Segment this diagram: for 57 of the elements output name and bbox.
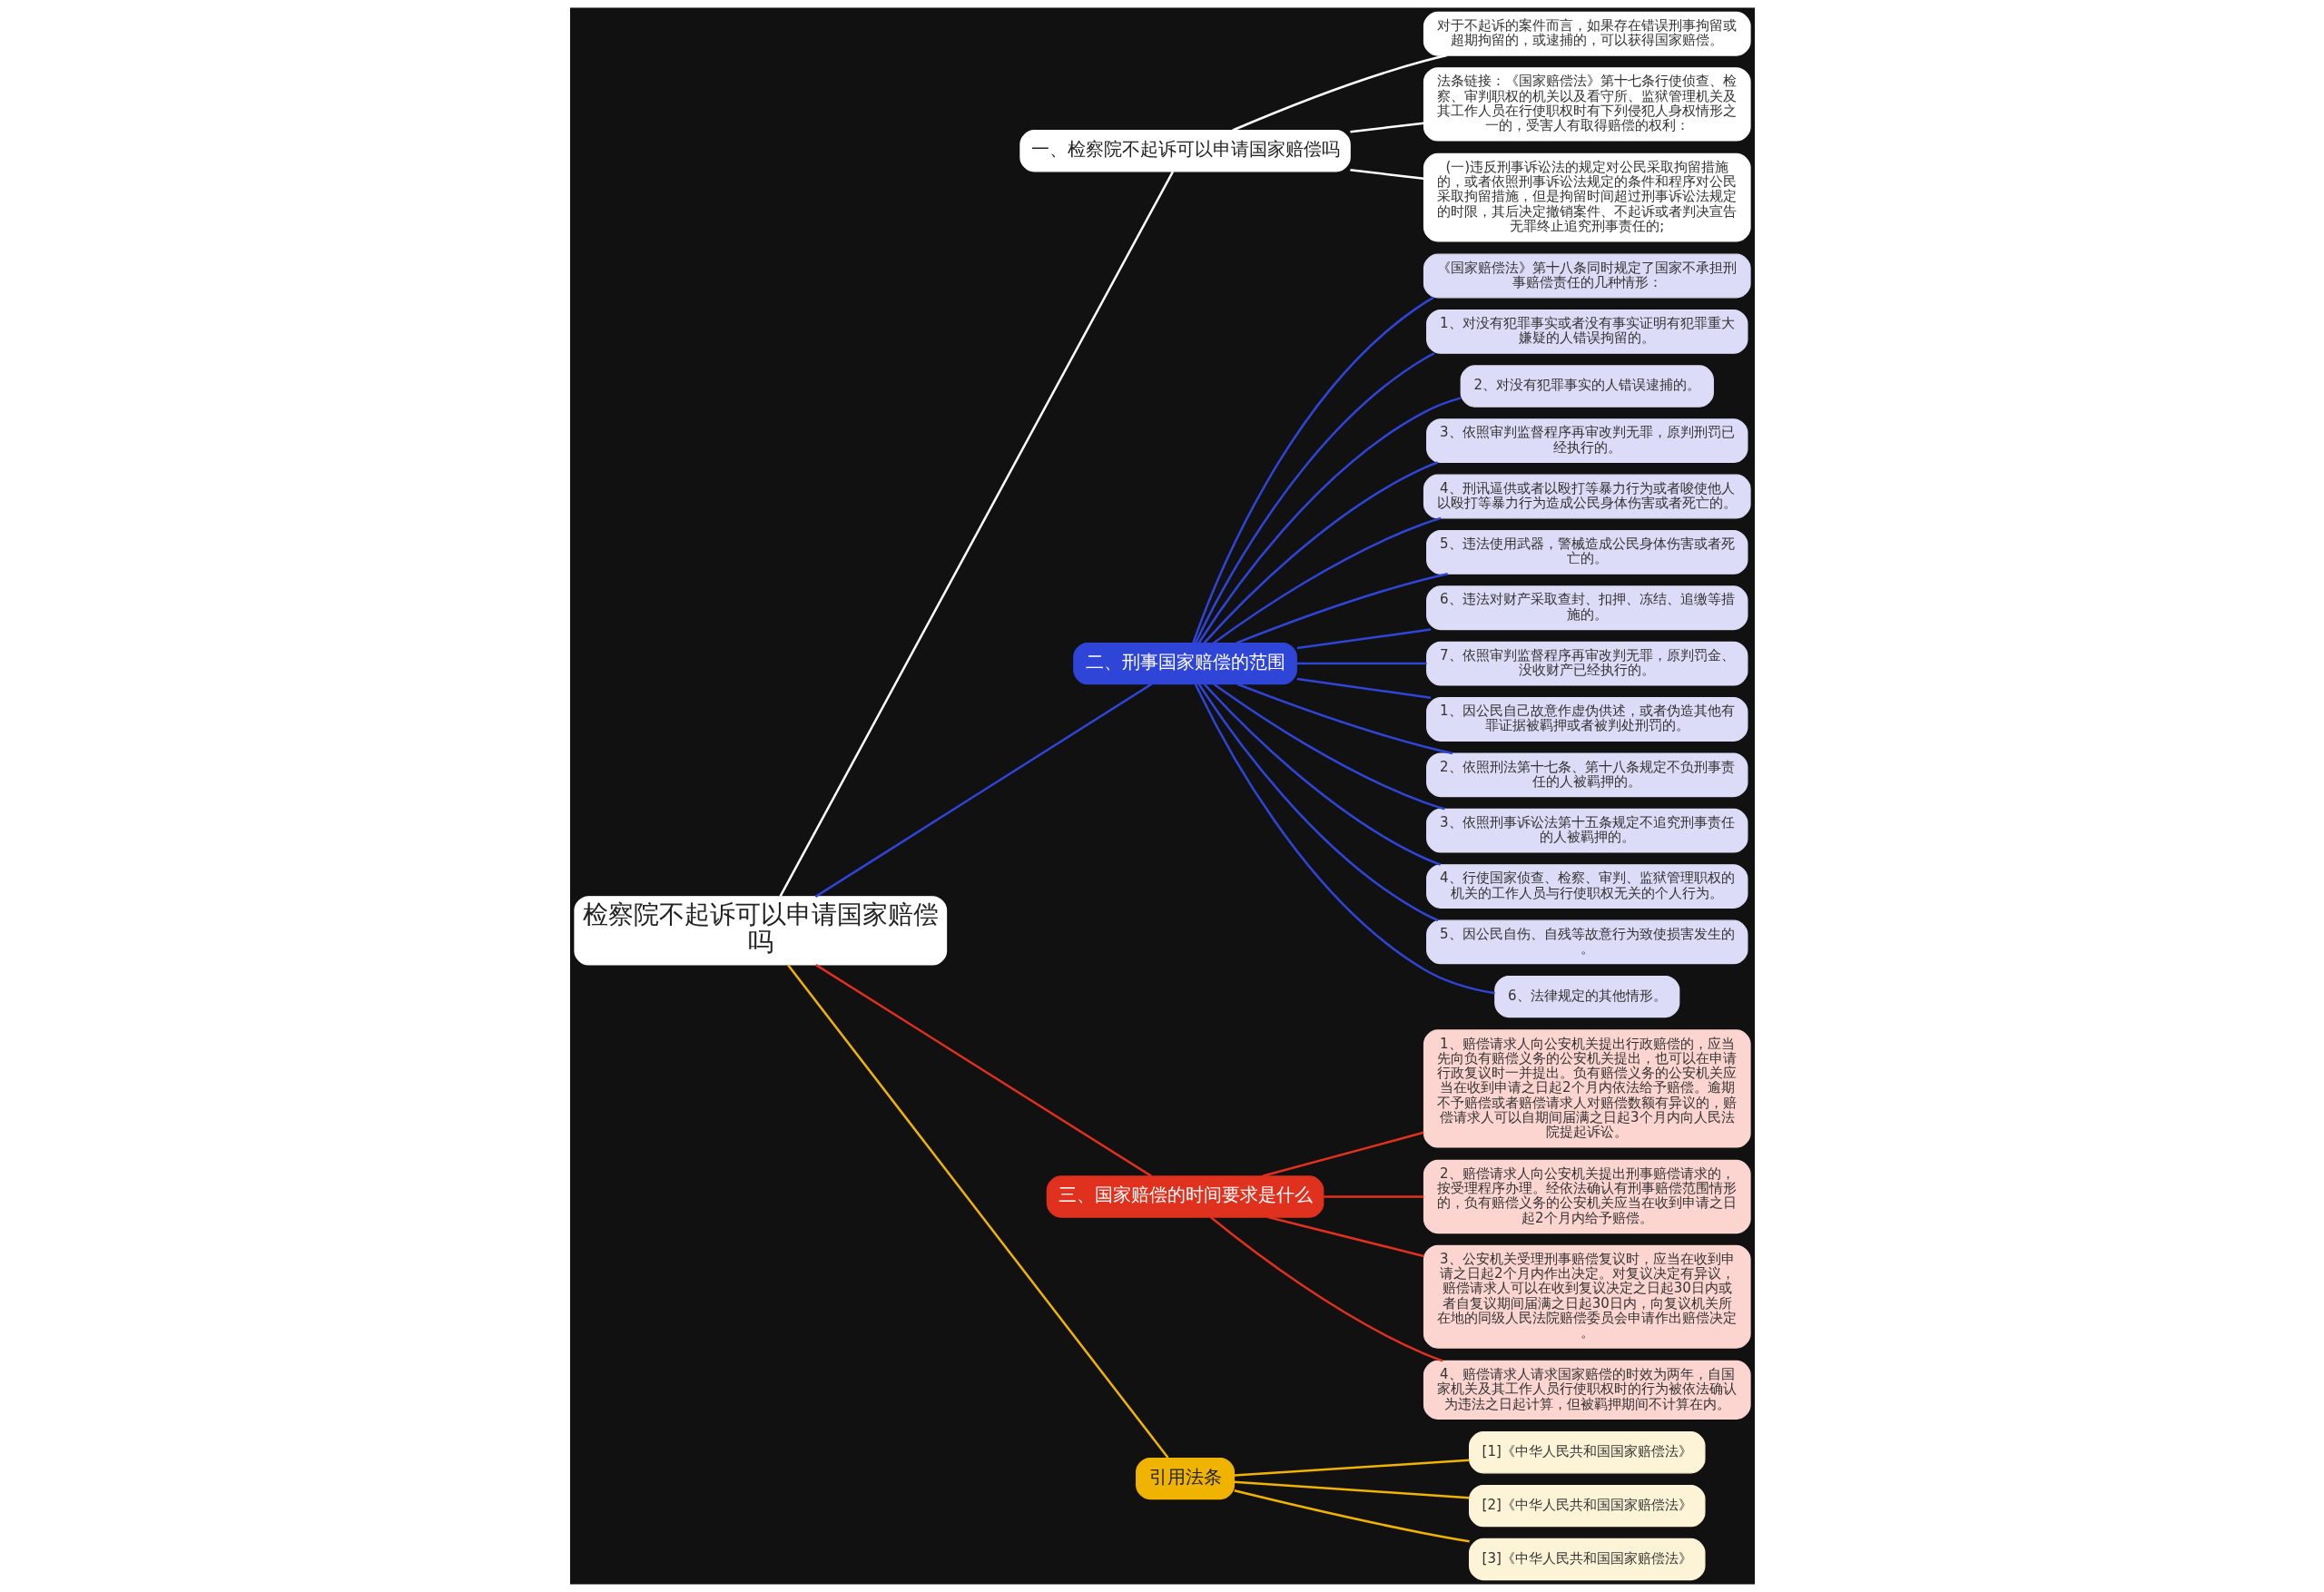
connector (814, 964, 1152, 1177)
node-box: [3]《中华人民共和国国家赔偿法》 (1468, 1538, 1705, 1581)
connector (1231, 54, 1447, 132)
node-box: 2、赔偿请求人向公安机关提出刑事赔偿请求的，按受理程序办理。经依法确认有刑事赔偿范围情形的，负有赔偿义务的公安机关应当在收到申请之日起2个月内给予赔偿。 (1423, 1159, 1751, 1234)
node-box: 1、对没有犯罪事实或者没有事实证明有犯罪重大嫌疑的人错误拘留的。 (1425, 309, 1748, 354)
connector (1261, 1131, 1424, 1177)
connector (1323, 1195, 1423, 1198)
connector (1233, 1489, 1470, 1543)
node-box: 6、违法对财产采取查封、扣押、冻结、追缴等措施的。 (1425, 585, 1748, 631)
connector (1349, 122, 1423, 133)
node-box: 二、刑事国家赔偿的范围 (1072, 642, 1297, 685)
connector (1296, 677, 1431, 699)
node-box: 三、国家赔偿的时间要求是什么 (1046, 1175, 1324, 1218)
connector (1194, 683, 1495, 995)
connector (1296, 662, 1427, 665)
node-box: 6、法律规定的其他情形。 (1493, 975, 1679, 1018)
connector (1213, 683, 1445, 811)
node-box: 7、依照审判监督程序再审改判无罪，原判罚金、没收财产已经执行的。 (1425, 641, 1748, 686)
connector (1233, 1480, 1469, 1499)
connector (1191, 296, 1434, 644)
node-box: 3、依照审判监督程序再审改判无罪，原判刑罚已经执行的。 (1425, 418, 1748, 464)
node-box: 2、对没有犯罪事实的人错误逮捕的。 (1460, 365, 1714, 408)
connector (1349, 169, 1423, 180)
node-box: 检察院不起诉可以申请国家赔偿吗 (573, 896, 947, 966)
node-box: 4、赔偿请求人请求国家赔偿的时效为两年，自国家机关及其工作人员行使职权时的行为被依法确认为违法之日起计算，但被羁押期间不计算在内。 (1423, 1360, 1751, 1420)
node-box: 3、公安机关受理刑事赔偿复议时，应当在收到申请之日起2个月内作出决定。对复议决定有异议，赔偿请求人可以在收到复议决定之日起30日内或者自复议期间届满之日起30日内，向复议机关所在地的同级人民法院赔偿委员会申请作出赔偿决定。 (1423, 1244, 1751, 1349)
connector (1197, 683, 1438, 922)
node-box: [1]《中华人民共和国国家赔偿法》 (1468, 1431, 1705, 1474)
node-box: 法条链接：《国家赔偿法》第十七条行使侦查、检察、审判职权的机关以及看守所、监狱管理机关及其工作人员在行使职权时有下列侵犯人身权情形之一的，受害人有取得赔偿的权利： (1423, 67, 1751, 142)
connector (1209, 1216, 1443, 1362)
node-box: 4、刑讯逼供或者以殴打等暴力行为或者唆使他人以殴打等暴力行为造成公民身体伤害或者死亡的。 (1423, 474, 1751, 519)
node-box: 3、依照刑事诉讼法第十五条规定不追究刑事责任的人被羁押的。 (1425, 808, 1748, 853)
connector (1197, 397, 1461, 644)
connector (1203, 461, 1438, 644)
node-box: 2、依照刑法第十七条、第十八条规定不负刑事责任的人被羁押的。 (1425, 752, 1748, 798)
node-box: 一、检察院不起诉可以申请国家赔偿吗 (1019, 130, 1351, 172)
node-box: 1、赔偿请求人向公安机关提出行政赔偿的，应当先向负有赔偿义务的公安机关提出，也可以在申请行政复议时一并提出。负有赔偿义务的公安机关应当在收到申请之日起2个月内依法给予赔偿。逾期不予赔偿或者赔偿请求人对赔偿数额有异议的，赔偿请求人可以自期间届满之日起3个月内向人民法院提起诉讼。 (1423, 1029, 1751, 1148)
connector (1212, 516, 1442, 644)
node-box: 对于不起诉的案件而言，如果存在错误刑事拘留或超期拘留的，或逮捕的，可以获得国家赔偿。 (1423, 11, 1751, 56)
connector (1296, 628, 1431, 650)
connector (786, 964, 1168, 1459)
connector (1194, 352, 1434, 644)
node-box: 4、行使国家侦查、检察、审判、监狱管理职权的机关的工作人员与行使职权无关的个人行为。 (1425, 864, 1748, 909)
connector (779, 171, 1174, 897)
connector (1236, 683, 1452, 755)
node-box: 《国家赔偿法》第十八条同时规定了国家不承担刑事赔偿责任的几种情形： (1423, 253, 1751, 299)
node-box: 引用法条 (1135, 1457, 1235, 1500)
connector (1267, 1215, 1424, 1258)
node-box: (一)违反刑事诉讼法的规定对公民采取拘留措施的，或者依照刑事诉讼法规定的条件和程序对公民采取拘留措施，但是拘留时间超过刑事诉讼法规定的时限，其后决定撤销案件、不起诉或者判决宣告无罪终止追究刑事责任的; (1423, 152, 1751, 242)
node-box: [2]《中华人民共和国国家赔偿法》 (1468, 1484, 1705, 1528)
node-box: 5、违法使用武器，警械造成公民身体伤害或者死亡的。 (1425, 529, 1748, 575)
connector (1236, 572, 1448, 644)
node-box: 1、因公民自己故意作虚伪供述，或者伪造其他有罪证据被羁押或者被判处刑罚的。 (1425, 697, 1748, 742)
connector (1233, 1459, 1469, 1477)
connector (814, 683, 1152, 898)
node-box: 5、因公民自伤、自残等故意行为致使损害发生的。 (1425, 919, 1748, 965)
connector (1203, 683, 1441, 866)
